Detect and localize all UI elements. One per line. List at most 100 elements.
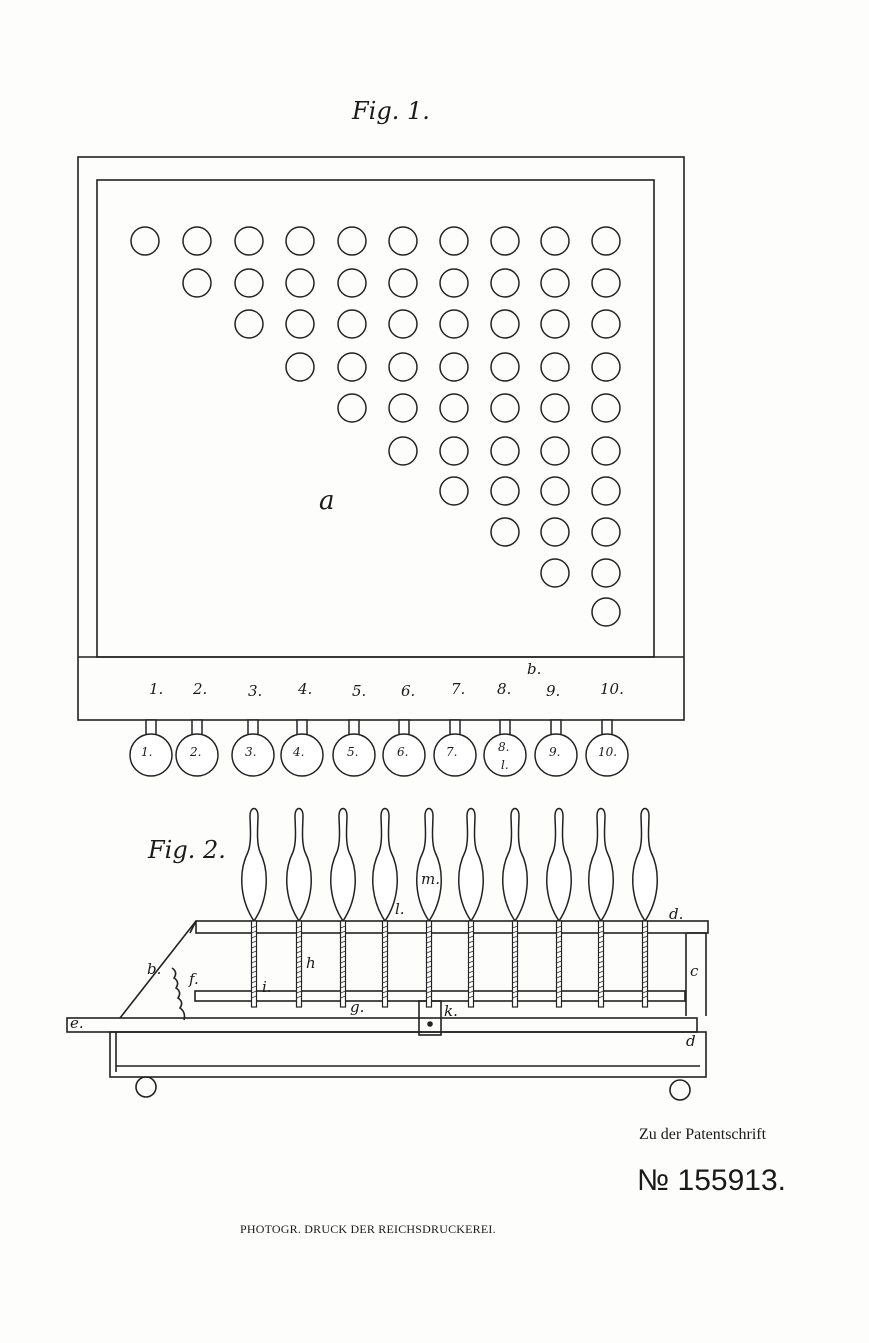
fig2-label-leg: d xyxy=(686,1032,696,1050)
rod-thread xyxy=(340,925,346,929)
footer-caption: Zu der Patentschrift xyxy=(639,1126,767,1143)
board-spot xyxy=(439,309,469,339)
fig2-label-pin: m. xyxy=(421,870,440,888)
rod-thread xyxy=(598,945,604,949)
rod-thread xyxy=(642,980,648,984)
rod-thread xyxy=(340,950,346,954)
board-spot xyxy=(182,226,212,256)
rod-thread xyxy=(512,965,518,969)
rail-number: 4. xyxy=(298,680,313,698)
rod-thread xyxy=(468,990,474,994)
rod-thread xyxy=(426,995,432,999)
rod-thread xyxy=(556,945,562,949)
board-spot xyxy=(285,226,315,256)
rod-thread xyxy=(251,925,257,929)
rod-thread xyxy=(512,955,518,959)
rod-thread xyxy=(251,990,257,994)
rod-thread xyxy=(251,950,257,954)
rod-thread xyxy=(340,965,346,969)
rod-thread xyxy=(468,995,474,999)
rod-thread xyxy=(512,985,518,989)
rod-thread xyxy=(642,970,648,974)
rod-thread xyxy=(512,980,518,984)
rod-thread xyxy=(468,945,474,949)
rod-thread xyxy=(512,940,518,944)
knob-number: 7. xyxy=(446,745,458,759)
rod-thread xyxy=(340,960,346,964)
board-spot xyxy=(490,226,520,256)
fig2-wheel-right xyxy=(669,1079,691,1101)
knob xyxy=(382,733,426,777)
board-spot xyxy=(337,393,367,423)
knob xyxy=(534,733,578,777)
pin xyxy=(416,807,442,923)
board-spot xyxy=(182,268,212,298)
rod-thread xyxy=(556,975,562,979)
rod-thread xyxy=(340,930,346,934)
rail-number: 2. xyxy=(193,680,208,698)
rod-thread xyxy=(642,925,648,929)
board-spot xyxy=(591,436,621,466)
board-spot xyxy=(490,393,520,423)
rod-thread xyxy=(382,950,388,954)
rod-thread xyxy=(251,985,257,989)
knob-number: 8. xyxy=(498,740,510,754)
board-spot xyxy=(540,226,570,256)
rod-thread xyxy=(556,985,562,989)
rod-thread xyxy=(340,940,346,944)
fig1-title: Fig. 1. xyxy=(352,97,430,125)
board-spot xyxy=(591,558,621,588)
rail-number: 3. xyxy=(248,682,263,700)
rod-thread xyxy=(340,990,346,994)
knob-number: 1. xyxy=(141,745,153,759)
rod-thread xyxy=(468,965,474,969)
rod-thread xyxy=(296,990,302,994)
rod-thread xyxy=(468,930,474,934)
rod-thread xyxy=(251,955,257,959)
rod-thread xyxy=(426,945,432,949)
rod-thread xyxy=(512,945,518,949)
pin-rod xyxy=(295,920,303,1008)
rod-thread xyxy=(340,935,346,939)
fig1-rail-label: b. xyxy=(527,660,542,678)
board-spot xyxy=(439,393,469,423)
fig2-title: Fig. 2. xyxy=(148,836,226,864)
pin-rod xyxy=(250,920,258,1008)
fig2-label-side: c xyxy=(690,962,699,980)
rod-thread xyxy=(340,975,346,979)
rod-thread xyxy=(598,995,604,999)
rod-thread xyxy=(512,975,518,979)
rod-thread xyxy=(251,975,257,979)
board-spot xyxy=(439,436,469,466)
rod-thread xyxy=(296,955,302,959)
board-spot xyxy=(591,226,621,256)
rod-thread xyxy=(296,965,302,969)
rod-thread xyxy=(598,970,604,974)
rod-thread xyxy=(426,975,432,979)
rod-thread xyxy=(512,950,518,954)
rod-thread xyxy=(296,980,302,984)
board-spot xyxy=(591,517,621,547)
rod-thread xyxy=(251,960,257,964)
fig1-outer-frame xyxy=(77,156,685,721)
rod-thread xyxy=(426,955,432,959)
knob-number: 10. xyxy=(598,745,618,759)
board-spot xyxy=(490,517,520,547)
board-spot xyxy=(337,268,367,298)
rod-thread xyxy=(382,985,388,989)
rod-thread xyxy=(468,970,474,974)
board-spot xyxy=(540,476,570,506)
rod-thread xyxy=(598,950,604,954)
rod-thread xyxy=(598,975,604,979)
board-spot xyxy=(130,226,160,256)
pin-rod xyxy=(641,920,649,1008)
fig2-bracket-pivot xyxy=(427,1021,433,1027)
rod-thread xyxy=(251,940,257,944)
rod-thread xyxy=(382,965,388,969)
rod-thread xyxy=(251,995,257,999)
rod-thread xyxy=(642,950,648,954)
rod-thread xyxy=(382,955,388,959)
rod-thread xyxy=(382,975,388,979)
rod-thread xyxy=(296,985,302,989)
board-spot xyxy=(540,436,570,466)
